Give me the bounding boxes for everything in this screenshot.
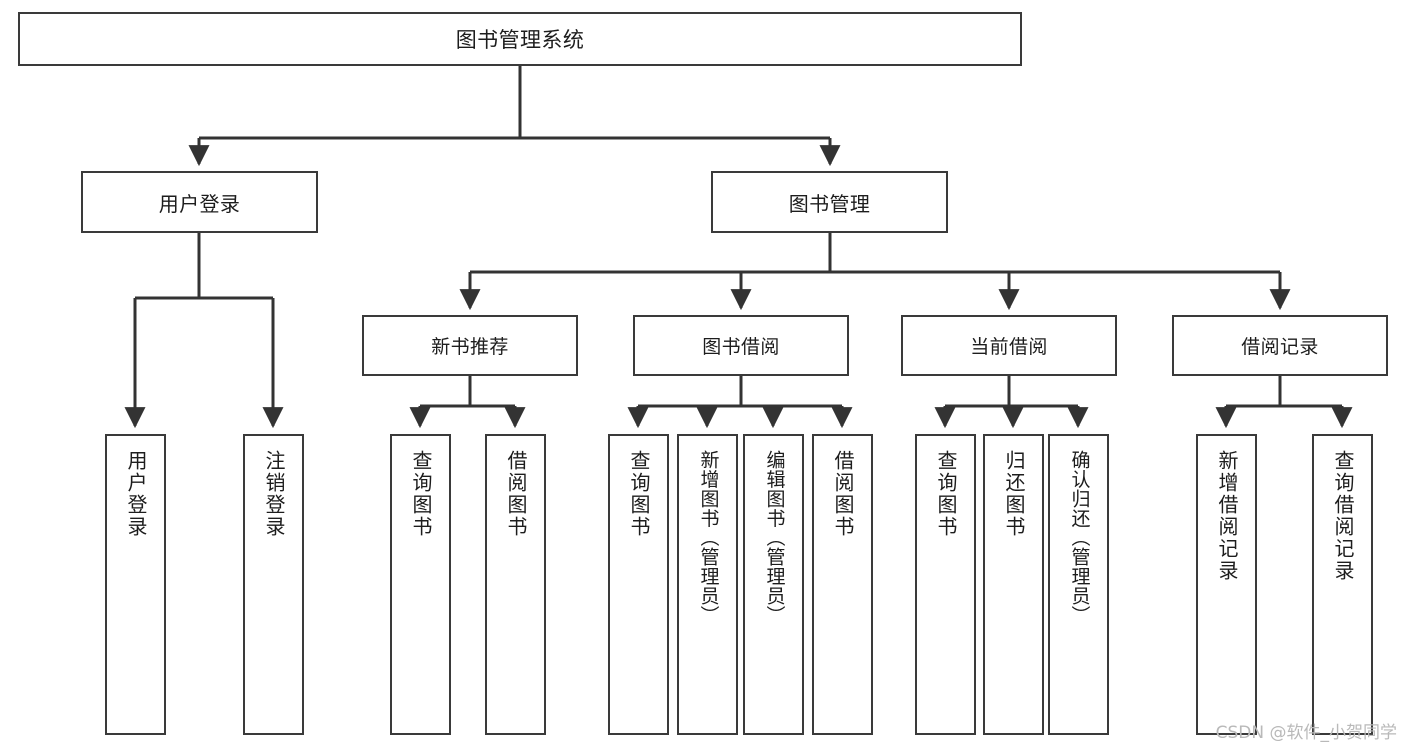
node-label: 归还图书	[1002, 450, 1026, 538]
node-label: 借阅图书	[831, 450, 855, 538]
node-user-login[interactable]: 用户登录	[81, 171, 318, 233]
node-label: 图书管理系统	[455, 28, 585, 52]
leaf-borrow-edit-book-admin[interactable]: 编辑图书（管理员）	[743, 434, 804, 735]
node-label: 查询图书	[627, 450, 651, 538]
leaf-record-query-borrow-record[interactable]: 查询借阅记录	[1312, 434, 1373, 735]
node-label: 查询借阅记录	[1331, 450, 1355, 582]
node-book-borrowing[interactable]: 图书借阅	[633, 315, 849, 376]
leaf-new-book-query-book[interactable]: 查询图书	[390, 434, 451, 735]
leaf-borrow-query-book[interactable]: 查询图书	[608, 434, 669, 735]
leaf-user-login-logout[interactable]: 注销登录	[243, 434, 304, 735]
leaf-current-query-book[interactable]: 查询图书	[915, 434, 976, 735]
node-label: 查询图书	[409, 450, 433, 538]
leaf-record-add-borrow-record[interactable]: 新增借阅记录	[1196, 434, 1257, 735]
node-label: 图书借阅	[702, 336, 780, 358]
leaf-borrow-borrow-book[interactable]: 借阅图书	[812, 434, 873, 735]
node-label: 注销登录	[262, 450, 286, 538]
node-borrowing-record[interactable]: 借阅记录	[1172, 315, 1388, 376]
node-label: 用户登录	[158, 191, 241, 216]
node-root-book-management-system[interactable]: 图书管理系统	[18, 12, 1022, 66]
node-label: 借阅记录	[1241, 336, 1319, 358]
leaf-user-login-login[interactable]: 用户登录	[105, 434, 166, 735]
leaf-new-book-borrow-book[interactable]: 借阅图书	[485, 434, 546, 735]
node-label: 查询图书	[934, 450, 958, 538]
node-label: 图书管理	[788, 191, 871, 216]
leaf-borrow-add-book-admin[interactable]: 新增图书（管理员）	[677, 434, 738, 735]
node-label: 用户登录	[124, 450, 148, 538]
node-book-management[interactable]: 图书管理	[711, 171, 948, 233]
leaf-current-confirm-return-admin[interactable]: 确认归还（管理员）	[1048, 434, 1109, 735]
node-new-book-recommendation[interactable]: 新书推荐	[362, 315, 578, 376]
leaf-current-return-book[interactable]: 归还图书	[983, 434, 1044, 735]
node-label: 确认归还（管理员）	[1068, 450, 1091, 625]
node-current-borrowing[interactable]: 当前借阅	[901, 315, 1117, 376]
node-label: 编辑图书（管理员）	[763, 450, 786, 625]
node-label: 当前借阅	[970, 336, 1048, 358]
watermark-text: CSDN @软件_小贺同学	[1215, 723, 1397, 743]
node-label: 新增图书（管理员）	[697, 450, 720, 625]
node-label: 新书推荐	[431, 336, 509, 358]
node-label: 借阅图书	[504, 450, 528, 538]
node-label: 新增借阅记录	[1215, 450, 1239, 582]
